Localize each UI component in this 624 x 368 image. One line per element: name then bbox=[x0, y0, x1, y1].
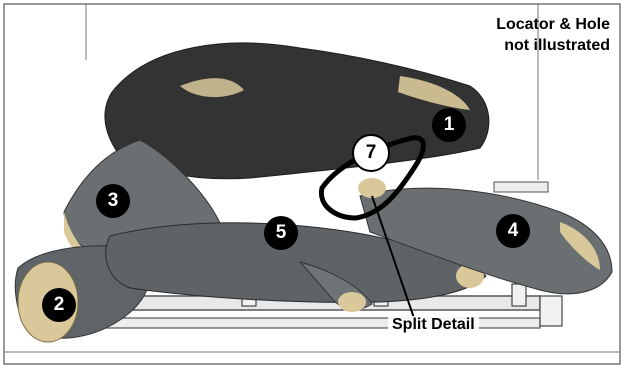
locator-note: Locator & Hole not illustrated bbox=[496, 14, 610, 56]
log-5-branch-end bbox=[338, 292, 366, 312]
split-detail-label: Split Detail bbox=[388, 316, 479, 334]
callout-5: 5 bbox=[264, 216, 298, 250]
callout-4: 4 bbox=[496, 214, 530, 248]
split-piece bbox=[358, 178, 386, 198]
callout-3: 3 bbox=[96, 184, 130, 218]
callout-2: 2 bbox=[42, 288, 76, 322]
locator-note-line1: Locator & Hole bbox=[496, 14, 610, 35]
callout-1: 1 bbox=[432, 108, 466, 142]
callout-7: 7 bbox=[352, 134, 390, 172]
locator-note-line2: not illustrated bbox=[496, 35, 610, 56]
